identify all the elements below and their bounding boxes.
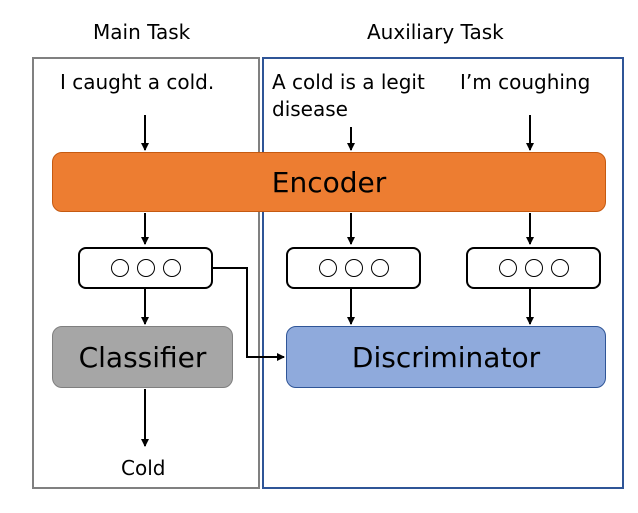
auxiliary-task-frame [262,57,624,489]
vector-node-icon [162,259,181,277]
main-feature-vector [78,247,213,289]
encoder-block: Encoder [52,152,606,212]
aux-input-1-line1: A cold is a legit [272,70,425,94]
discriminator-block: Discriminator [286,326,606,388]
aux-input-1-line2: disease [272,97,348,121]
main-task-header: Main Task [93,20,191,44]
vector-node-icon [550,259,569,277]
classifier-label: Classifier [78,340,207,374]
main-input-text: I caught a cold. [60,70,215,94]
aux1-feature-vector [286,247,421,289]
arrow-main-vector-to-discriminator [213,267,285,361]
vector-node-icon [524,259,543,277]
encoder-label: Encoder [271,165,387,199]
vector-node-icon [110,259,129,277]
main-task-frame [32,57,260,489]
aux2-feature-vector [466,247,601,289]
discriminator-label: Discriminator [351,340,541,374]
vector-node-icon [136,259,155,277]
auxiliary-task-header: Auxiliary Task [367,20,504,44]
vector-node-icon [318,259,337,277]
vector-node-icon [370,259,389,277]
vector-node-icon [344,259,363,277]
vector-node-icon [498,259,517,277]
aux-input-2: I’m coughing [460,70,591,94]
classifier-block: Classifier [52,326,233,388]
output-label: Cold [121,456,166,480]
